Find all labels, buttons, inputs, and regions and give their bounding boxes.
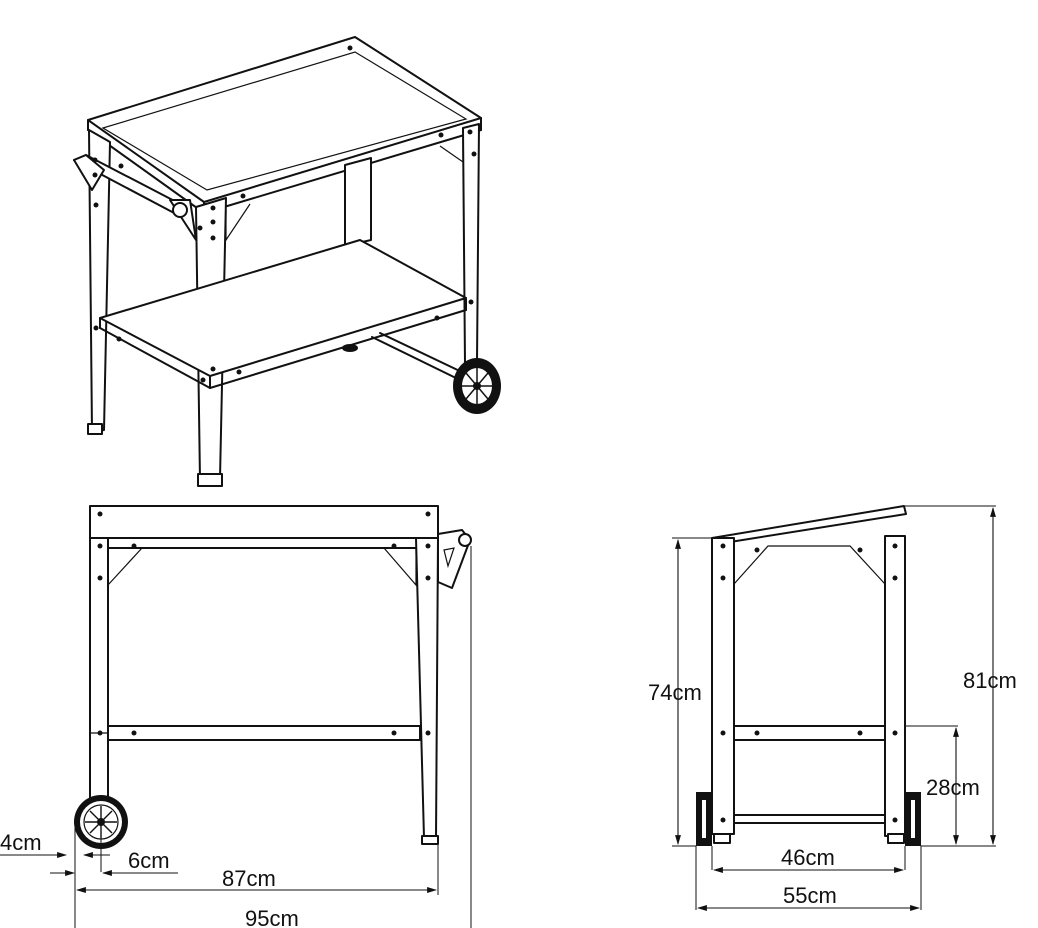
side-right-leg — [884, 535, 906, 837]
front-view: 4cm 6cm 87cm 95cm — [0, 505, 472, 928]
side-top — [711, 505, 907, 543]
side-left-leg — [711, 537, 735, 835]
dim-total-width: 95cm — [245, 906, 299, 928]
side-wheels — [696, 792, 921, 846]
front-lower-shelf — [107, 725, 421, 741]
dim-shelf-height: 28cm — [926, 775, 980, 800]
wheel — [453, 358, 501, 414]
top-tray — [87, 36, 482, 203]
dim-total-depth: 55cm — [783, 883, 837, 908]
side-view: 74cm 81cm 28cm 46cm 55cm — [648, 505, 1017, 911]
side-axle — [733, 814, 886, 824]
dim-wheel-offset: 4cm — [0, 830, 42, 855]
isometric-view — [73, 36, 501, 487]
dim-table-height: 74cm — [648, 680, 702, 705]
dim-inner-width: 87cm — [222, 866, 276, 891]
front-top-rim — [89, 505, 439, 539]
front-right-leg — [415, 537, 439, 839]
dim-total-height: 81cm — [963, 668, 1017, 693]
handle — [73, 154, 197, 241]
dim-inner-depth: 46cm — [781, 845, 835, 870]
side-lower-shelf — [733, 725, 886, 741]
front-wheel — [74, 795, 128, 849]
dim-leg-width: 6cm — [128, 848, 170, 873]
